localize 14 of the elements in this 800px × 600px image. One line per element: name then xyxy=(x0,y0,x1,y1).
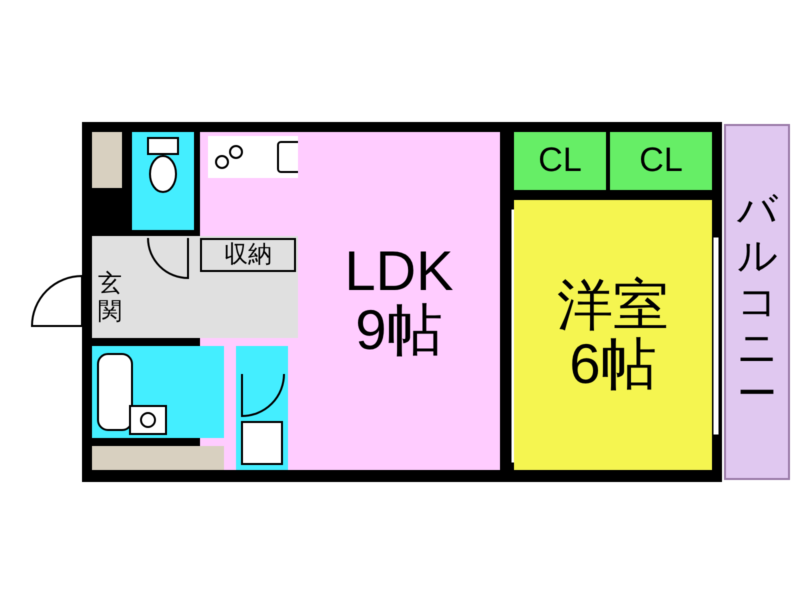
storage xyxy=(200,238,296,272)
room-label: LDK xyxy=(344,242,454,301)
balcony xyxy=(724,124,790,480)
room-label: 玄関 xyxy=(98,270,122,326)
room-label: バルコニー xyxy=(737,187,777,417)
room-label: CL xyxy=(538,143,582,179)
closet xyxy=(514,132,606,190)
room-label: 9帖 xyxy=(355,301,443,360)
room-label: CL xyxy=(639,143,683,179)
room-label: 6帖 xyxy=(569,335,657,394)
western-room xyxy=(514,200,712,470)
room-label: 収納 xyxy=(224,242,272,268)
closet xyxy=(610,132,712,190)
room-label: 洋室 xyxy=(557,276,669,335)
